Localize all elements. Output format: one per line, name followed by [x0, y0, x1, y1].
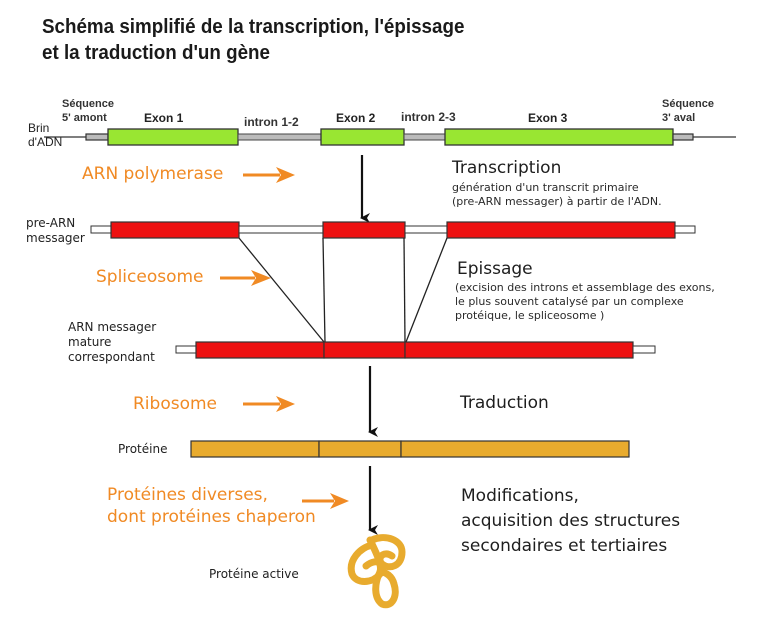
modifications-title: Modifications, acquisition des structure… [461, 484, 680, 559]
protein-segment-2 [318, 440, 402, 458]
mature-mrna-3-end [632, 345, 656, 354]
diagram-title: Schéma simplifié de la transcription, l'… [42, 14, 464, 66]
dna-strand-label-line2: d'ADN [28, 135, 63, 149]
protein-label: Protéine [118, 442, 168, 456]
exon2-block [320, 128, 405, 146]
protein-chain [190, 440, 630, 458]
title-line-1: Schéma simplifié de la transcription, l'… [42, 16, 465, 38]
chaperone-proteins-label: Protéines diverses, dont protéines chape… [107, 484, 316, 528]
active-protein-label: Protéine active [209, 567, 299, 581]
chaperone-label-line1: Protéines diverses, [107, 485, 268, 505]
protein-segment-3 [400, 440, 630, 458]
transcription-desc-line1: génération d'un transcrit primaire [452, 181, 639, 194]
pre-mrna-label: pre-ARN messager [26, 216, 85, 246]
splicing-desc-line1: (excision des introns et assemblage des … [455, 281, 715, 294]
pre-mrna-5-end [90, 225, 112, 234]
exon1-block [107, 128, 239, 146]
pre-mrna-exon3 [446, 221, 676, 239]
downstream-sequence-label: Séquence 3' aval [662, 97, 714, 125]
transcription-title: Transcription [452, 158, 562, 178]
downstream-label-line2: 3' aval [662, 112, 696, 124]
ribosome-label: Ribosome [133, 394, 218, 414]
mature-mrna-label-line1: ARN messager [68, 320, 157, 334]
mature-mrna-5-end [175, 345, 197, 354]
modifications-title-line2: acquisition des structures [461, 511, 681, 531]
exon2-label: Exon 2 [336, 111, 376, 125]
ribosome-arrow-icon [243, 396, 295, 412]
splicing-description: (excision des introns et assemblage des … [455, 281, 715, 323]
splicing-desc-line2: le plus souvent catalysé par un complexe [455, 295, 684, 308]
transcription-desc-line2: (pre-ARN messager) à partir de l'ADN. [452, 195, 662, 208]
pre-mrna-intron23 [404, 225, 448, 234]
splicing-title: Epissage [457, 259, 533, 279]
dna-strand-label: Brin d'ADN [28, 121, 62, 149]
intron23-segment [403, 133, 446, 141]
folded-protein-icon [347, 534, 406, 609]
dna-strand [44, 128, 736, 146]
pre-mrna-3-end [674, 225, 696, 234]
dna-downstream-segment [672, 133, 694, 141]
exon1-label: Exon 1 [144, 111, 184, 125]
translation-title: Traduction [460, 393, 549, 413]
spliceosome-label: Spliceosome [96, 267, 204, 287]
dna-upstream-segment [85, 133, 109, 141]
mature-mrna-exon1 [195, 341, 325, 359]
title-line-2: et la traduction d'un gène [42, 42, 271, 64]
dna-strand-label-line1: Brin [28, 121, 50, 135]
intron12-segment [237, 133, 322, 141]
intron12-label: intron 1-2 [244, 115, 299, 129]
pre-mrna-exon1 [110, 221, 240, 239]
arn-polymerase-arrow-icon [243, 167, 295, 183]
mature-mrna-exon3 [404, 341, 634, 359]
arn-polymerase-label: ARN polymerase [82, 164, 224, 184]
mature-mrna-label-line3: correspondant [68, 350, 155, 364]
splicing-lines [238, 237, 448, 343]
pre-mrna-label-line1: pre-ARN [26, 216, 76, 230]
upstream-sequence-label: Séquence 5' amont [62, 97, 114, 125]
mature-mrna-label-line2: mature [68, 335, 112, 349]
exon3-block [444, 128, 674, 146]
chaperone-arrow-icon [302, 493, 349, 509]
splicing-desc-line3: protéique, le spliceosome ) [455, 309, 605, 322]
upstream-label-line2: 5' amont [62, 112, 107, 124]
mature-mrna-label: ARN messager mature correspondant [68, 320, 156, 365]
intron23-label: intron 2-3 [401, 110, 456, 124]
pre-mrna-exon2 [322, 221, 406, 239]
pre-mrna-intron12 [238, 225, 324, 234]
pre-mrna-label-line2: messager [26, 231, 85, 245]
upstream-label-line1: Séquence [62, 98, 114, 110]
modifications-title-line3: secondaires et tertiaires [461, 536, 668, 556]
mature-mrna-strand [175, 341, 656, 359]
chaperone-label-line2: dont protéines chaperon [107, 507, 316, 527]
protein-segment-1 [190, 440, 320, 458]
exon3-label: Exon 3 [528, 111, 568, 125]
pre-mrna-strand [90, 221, 696, 239]
spliceosome-arrow-icon [220, 270, 271, 286]
downstream-label-line1: Séquence [662, 98, 714, 110]
mature-mrna-exon2 [323, 341, 406, 359]
transcription-description: génération d'un transcrit primaire (pre-… [452, 181, 662, 209]
modifications-title-line1: Modifications, [461, 486, 579, 506]
